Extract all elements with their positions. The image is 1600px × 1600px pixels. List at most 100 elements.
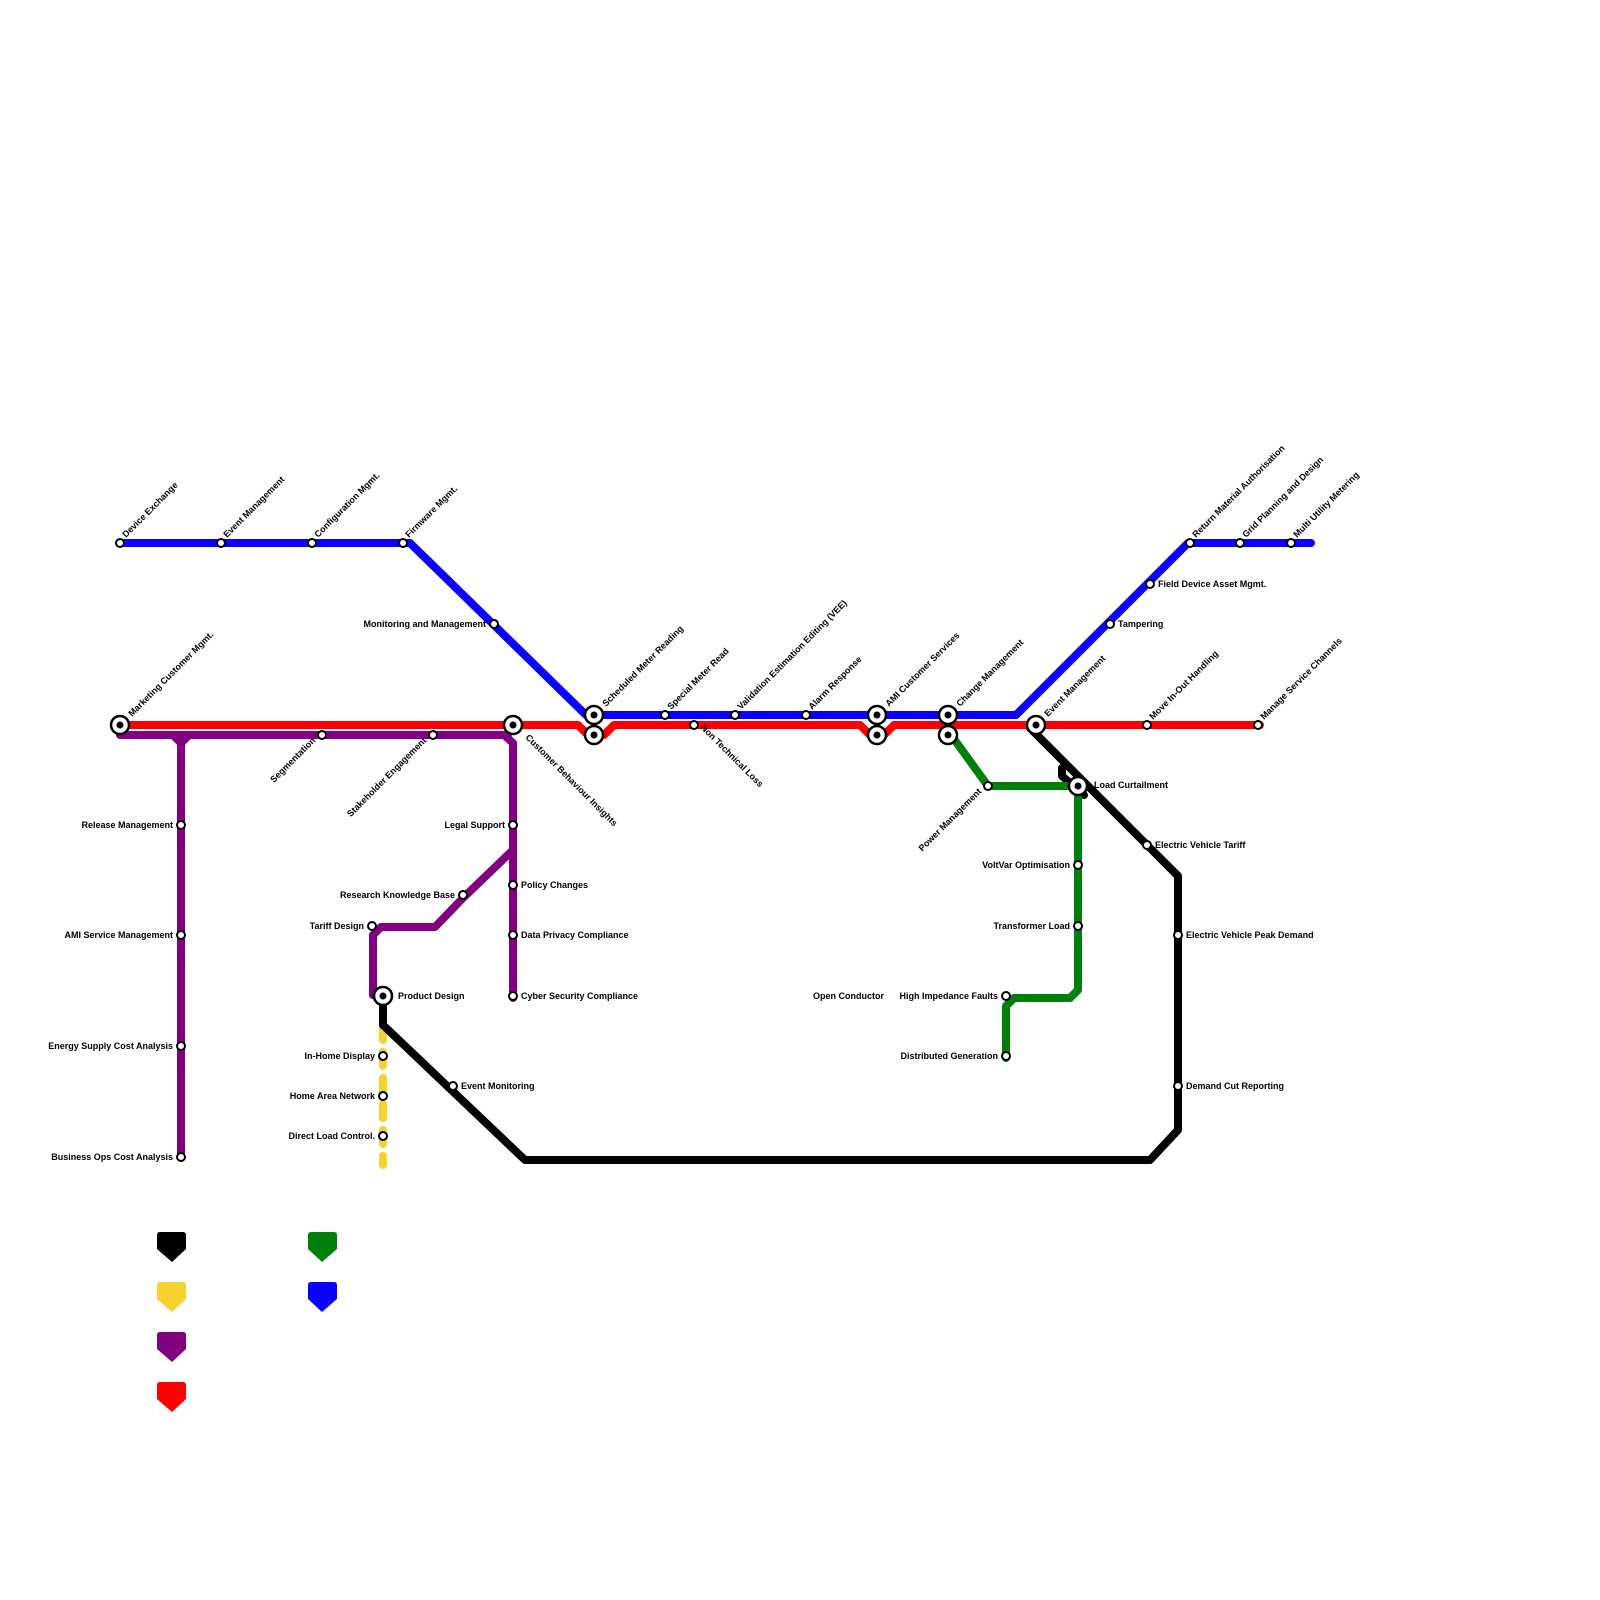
label-segmentation: Segmentation — [268, 735, 317, 784]
station-cyber-security-compliance[interactable] — [508, 991, 518, 1001]
label-monitoring-management: Monitoring and Management — [364, 619, 487, 629]
station-event-management-blue[interactable] — [216, 538, 226, 548]
label-manage-service-channels: Manage Service Channels — [1258, 636, 1344, 722]
label-event-management-red: Event Management — [1042, 653, 1107, 718]
station-device-exchange[interactable] — [115, 538, 125, 548]
station-special-meter-read[interactable] — [660, 710, 670, 720]
label-distributed-generation: Distributed Generation — [900, 1051, 998, 1061]
station-legal-support[interactable] — [508, 820, 518, 830]
station-business-ops-cost-analysis[interactable] — [176, 1152, 186, 1162]
station-ami-service-management[interactable] — [176, 930, 186, 940]
station-firmware-mgmt[interactable] — [398, 538, 408, 548]
station-direct-load-control[interactable] — [378, 1131, 388, 1141]
interchange-dot — [379, 992, 387, 1000]
label-power-management: Power Management — [917, 786, 984, 853]
interchange-dot — [590, 711, 598, 719]
label-data-privacy-compliance: Data Privacy Compliance — [521, 930, 629, 940]
label-marketing-customer-mgmt: Marketing Customer Mgmt. — [126, 629, 215, 718]
legend-swatch-blue — [308, 1282, 337, 1312]
station-configuration-mgmt[interactable] — [307, 538, 317, 548]
legend-swatch-purple — [157, 1332, 186, 1362]
station-electric-vehicle-peak-demand[interactable] — [1173, 930, 1183, 940]
station-power-management[interactable] — [983, 781, 993, 791]
green-line — [942, 724, 1082, 1062]
station-in-home-display[interactable] — [378, 1051, 388, 1061]
label-non-technical-loss: Non Technical Loss — [699, 722, 766, 789]
station-manage-service-channels[interactable] — [1253, 720, 1263, 730]
red-line — [116, 721, 1264, 739]
station-alarm-response[interactable] — [801, 710, 811, 720]
label-policy-changes: Policy Changes — [521, 880, 588, 890]
station-stakeholder-engagement[interactable] — [428, 730, 438, 740]
station-policy-changes[interactable] — [508, 880, 518, 890]
label-ami-service-management: AMI Service Management — [64, 930, 173, 940]
station-segmentation[interactable] — [317, 730, 327, 740]
station-energy-supply-cost-analysis[interactable] — [176, 1041, 186, 1051]
station-grid-planning-design[interactable] — [1235, 538, 1245, 548]
interchange-dot — [509, 721, 517, 729]
station-tampering[interactable] — [1105, 619, 1115, 629]
station-transformer-load[interactable] — [1073, 921, 1083, 931]
station-non-technical-loss[interactable] — [689, 720, 699, 730]
station-electric-vehicle-tariff[interactable] — [1142, 840, 1152, 850]
station-voltvar-optimisation[interactable] — [1073, 860, 1083, 870]
interchange-dot — [116, 721, 124, 729]
label-stakeholder-engagement: Stakeholder Engagement — [345, 735, 428, 818]
label-event-management-blue: Event Management — [221, 474, 286, 539]
station-event-monitoring[interactable] — [448, 1081, 458, 1091]
label-direct-load-control: Direct Load Control. — [288, 1131, 375, 1141]
label-alarm-response: Alarm Response — [806, 654, 863, 711]
label-customer-behaviour-insights: Customer Behaviour Insights — [524, 732, 620, 828]
label-research-knowledge-base: Research Knowledge Base — [340, 890, 455, 900]
label-energy-supply-cost-analysis: Energy Supply Cost Analysis — [48, 1041, 173, 1051]
label-load-curtailment: Load Curtailment — [1094, 780, 1168, 790]
legend-swatch-green — [308, 1232, 337, 1262]
label-in-home-display: In-Home Display — [304, 1051, 375, 1061]
label-vee: Validation Estimation Editing (VEE) — [735, 598, 849, 712]
interchange-dot — [944, 711, 952, 719]
interchange-dot — [1074, 782, 1082, 790]
station-distributed-generation[interactable] — [1001, 1051, 1011, 1061]
label-electric-vehicle-tariff: Electric Vehicle Tariff — [1155, 840, 1246, 850]
station-vee[interactable] — [730, 710, 740, 720]
label-change-management: Change Management — [954, 637, 1025, 708]
label-scheduled-meter-reading: Scheduled Meter Reading — [600, 624, 685, 709]
station-research-knowledge-base[interactable] — [458, 890, 468, 900]
label-release-management: Release Management — [81, 820, 173, 830]
station-demand-cut-reporting[interactable] — [1173, 1081, 1183, 1091]
station-multi-utility-metering[interactable] — [1286, 538, 1296, 548]
legend — [157, 1232, 337, 1412]
station-release-management[interactable] — [176, 820, 186, 830]
label-voltvar-optimisation: VoltVar Optimisation — [982, 860, 1070, 870]
label-configuration-mgmt: Configuration Mgmt. — [312, 470, 381, 539]
label-demand-cut-reporting: Demand Cut Reporting — [1186, 1081, 1284, 1091]
label-return-material-authorisation: Return Material Authorisation — [1190, 443, 1286, 539]
label-home-area-network: Home Area Network — [290, 1091, 376, 1101]
station-high-impedance-faults[interactable] — [1001, 991, 1011, 1001]
interchange-dot — [873, 731, 881, 739]
label-firmware-mgmt: Firmware Mgmt. — [403, 484, 459, 540]
interchange-dot — [944, 731, 952, 739]
station-tariff-design[interactable] — [367, 921, 377, 931]
label-business-ops-cost-analysis: Business Ops Cost Analysis — [51, 1152, 173, 1162]
label-legal-support: Legal Support — [445, 820, 506, 830]
legend-swatch-red — [157, 1382, 186, 1412]
label-tampering: Tampering — [1118, 619, 1163, 629]
station-home-area-network[interactable] — [378, 1091, 388, 1101]
label-cyber-security-compliance: Cyber Security Compliance — [521, 991, 638, 1001]
label-product-design: Product Design — [398, 991, 465, 1001]
label-field-device-asset-mgmt: Field Device Asset Mgmt. — [1158, 579, 1266, 589]
label-open-conductor: Open Conductor — [813, 991, 884, 1001]
station-monitoring-management[interactable] — [489, 619, 499, 629]
blue-line — [116, 539, 1315, 719]
label-special-meter-read: Special Meter Read — [665, 646, 730, 711]
station-field-device-asset-mgmt[interactable] — [1145, 579, 1155, 589]
station-move-in-out-handling[interactable] — [1142, 720, 1152, 730]
label-electric-vehicle-peak-demand: Electric Vehicle Peak Demand — [1186, 930, 1314, 940]
station-return-material-authorisation[interactable] — [1185, 538, 1195, 548]
station-data-privacy-compliance[interactable] — [508, 930, 518, 940]
label-device-exchange: Device Exchange — [120, 480, 179, 539]
black-line — [379, 724, 1182, 1164]
interchange-dot — [1032, 721, 1040, 729]
